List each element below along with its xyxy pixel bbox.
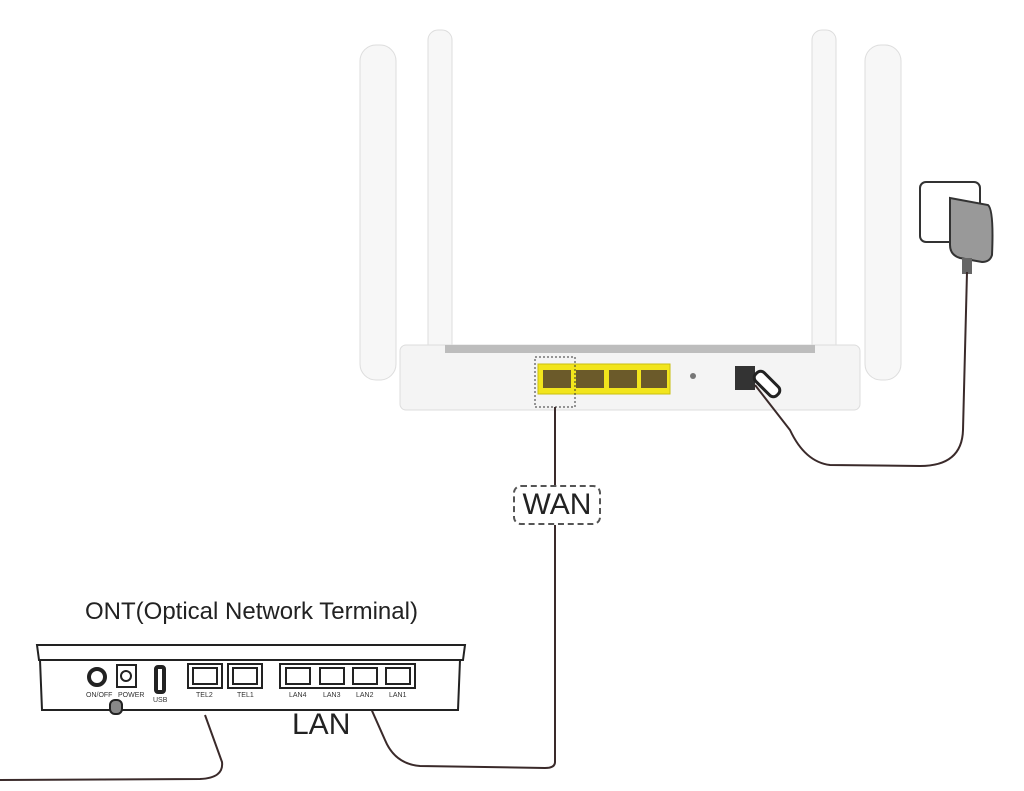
port-label-power: POWER xyxy=(118,692,145,699)
power-plug xyxy=(752,369,782,399)
port-label-lan4: LAN4 xyxy=(289,692,307,699)
port-label-lan3: LAN3 xyxy=(323,692,341,699)
port-label-lan2: LAN2 xyxy=(356,692,374,699)
port-label-tel2: TEL2 xyxy=(196,692,213,699)
reset-button xyxy=(690,373,696,379)
wan-label: WAN xyxy=(513,485,601,525)
lan-label: LAN xyxy=(292,708,351,741)
cables xyxy=(0,271,968,781)
port-label-tel1: TEL1 xyxy=(237,692,254,699)
ont-title: ONT(Optical Network Terminal) xyxy=(85,598,418,625)
power-adapter xyxy=(919,181,994,274)
port-label-usb: USB xyxy=(153,697,168,704)
port-label-onoff: ON/OFF xyxy=(86,692,113,699)
ont-device xyxy=(35,644,467,715)
router-power-jack xyxy=(735,366,755,390)
router xyxy=(399,344,861,411)
router-antennas xyxy=(359,29,902,396)
port-label-lan1: LAN1 xyxy=(389,692,407,699)
